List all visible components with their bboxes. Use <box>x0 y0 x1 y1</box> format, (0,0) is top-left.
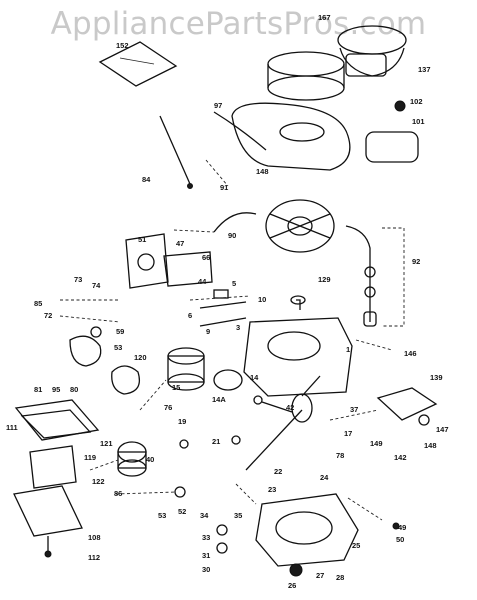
callout-73: 73 <box>74 275 82 284</box>
callout-23: 23 <box>268 485 276 494</box>
callout-90: 90 <box>228 231 236 240</box>
callout-101: 101 <box>412 117 425 126</box>
flywheel-screen <box>267 51 345 101</box>
callout-148-b: 148 <box>424 441 437 450</box>
callout-47: 47 <box>176 239 184 248</box>
callout-95: 95 <box>52 385 60 394</box>
carburetor <box>69 326 141 395</box>
callout-139: 139 <box>430 373 443 382</box>
callout-148: 148 <box>256 167 269 176</box>
callout-33: 33 <box>202 533 210 542</box>
callout-78: 78 <box>336 451 344 460</box>
callout-52: 52 <box>178 507 186 516</box>
callout-91: 91 <box>220 183 228 192</box>
callout-120: 120 <box>134 353 147 362</box>
callout-74: 74 <box>92 281 101 290</box>
assembly-lines <box>59 159 393 495</box>
callout-42: 42 <box>286 403 294 412</box>
air-filter <box>14 399 100 441</box>
fasteners <box>174 435 400 577</box>
callout-26: 26 <box>288 581 296 590</box>
dipstick-tube <box>345 225 405 327</box>
callout-119: 119 <box>84 453 96 462</box>
callout-15: 15 <box>172 383 180 392</box>
governor-bracket <box>376 387 438 426</box>
callout-142: 142 <box>394 453 407 462</box>
callout-5: 5 <box>232 279 236 288</box>
callout-30: 30 <box>202 565 210 574</box>
flywheel <box>213 199 335 253</box>
callout-14A: 14A <box>212 395 226 404</box>
air-cleaner-cover <box>365 100 419 163</box>
callout-92: 92 <box>412 257 420 266</box>
callout-49: 49 <box>398 523 406 532</box>
callout-31: 31 <box>202 551 210 560</box>
valve-set <box>189 289 251 327</box>
callout-51: 51 <box>138 235 146 244</box>
callout-108: 108 <box>88 533 101 542</box>
callout-102: 102 <box>410 97 423 106</box>
callout-81: 81 <box>34 385 42 394</box>
oil-sump <box>235 483 383 567</box>
callout-50: 50 <box>396 535 404 544</box>
callout-112: 112 <box>88 553 100 562</box>
manual-booklet <box>98 41 178 87</box>
callout-59: 59 <box>116 327 124 336</box>
callout-40: 40 <box>146 455 154 464</box>
callout-25: 25 <box>352 541 360 550</box>
callout-28: 28 <box>336 573 344 582</box>
callout-146: 146 <box>404 349 417 358</box>
callout-80: 80 <box>70 385 78 394</box>
callout-labels: 152 167 137 102 101 84 97 91 148 90 66 5… <box>6 13 449 590</box>
spark-wire <box>159 115 193 189</box>
callout-53-b: 53 <box>158 511 166 520</box>
callout-3: 3 <box>236 323 240 332</box>
callout-72: 72 <box>44 311 52 320</box>
callout-27: 27 <box>316 571 324 580</box>
blower-housing <box>337 25 407 77</box>
callout-44: 44 <box>198 277 207 286</box>
piston <box>167 347 243 391</box>
fuel-tank <box>13 485 83 558</box>
callout-66: 66 <box>202 253 210 262</box>
cylinder-block <box>243 295 353 397</box>
crankshaft <box>245 375 321 471</box>
callout-122: 122 <box>92 477 105 486</box>
callout-24: 24 <box>320 473 329 482</box>
callout-97: 97 <box>214 101 222 110</box>
callout-53: 53 <box>114 343 122 352</box>
callout-22: 22 <box>274 467 282 476</box>
fuel-cup <box>117 441 147 477</box>
callout-19: 19 <box>178 417 186 426</box>
callout-129: 129 <box>318 275 331 284</box>
connecting-rod <box>253 395 293 413</box>
callout-85: 85 <box>34 299 42 308</box>
callout-111: 111 <box>6 423 18 432</box>
callout-6: 6 <box>188 311 192 320</box>
intake-plate <box>125 233 213 289</box>
callout-34: 34 <box>200 511 209 520</box>
callout-1: 1 <box>346 345 350 354</box>
callout-137: 137 <box>418 65 431 74</box>
callout-14: 14 <box>250 373 259 382</box>
callout-152: 152 <box>116 41 129 50</box>
callout-35: 35 <box>234 511 242 520</box>
callout-121: 121 <box>100 439 113 448</box>
filter-element <box>29 445 77 489</box>
watermark: AppliancePartsPros.com <box>50 6 427 42</box>
callout-9: 9 <box>206 327 210 336</box>
callout-149: 149 <box>370 439 383 448</box>
callout-76: 76 <box>164 403 172 412</box>
callout-17: 17 <box>344 429 352 438</box>
callout-10: 10 <box>258 295 266 304</box>
callout-37: 37 <box>350 405 358 414</box>
callout-147: 147 <box>436 425 449 434</box>
callout-84: 84 <box>142 175 151 184</box>
callout-21: 21 <box>212 437 220 446</box>
engine-shroud <box>213 102 351 171</box>
callout-167: 167 <box>318 13 331 22</box>
callout-86: 86 <box>114 489 122 498</box>
